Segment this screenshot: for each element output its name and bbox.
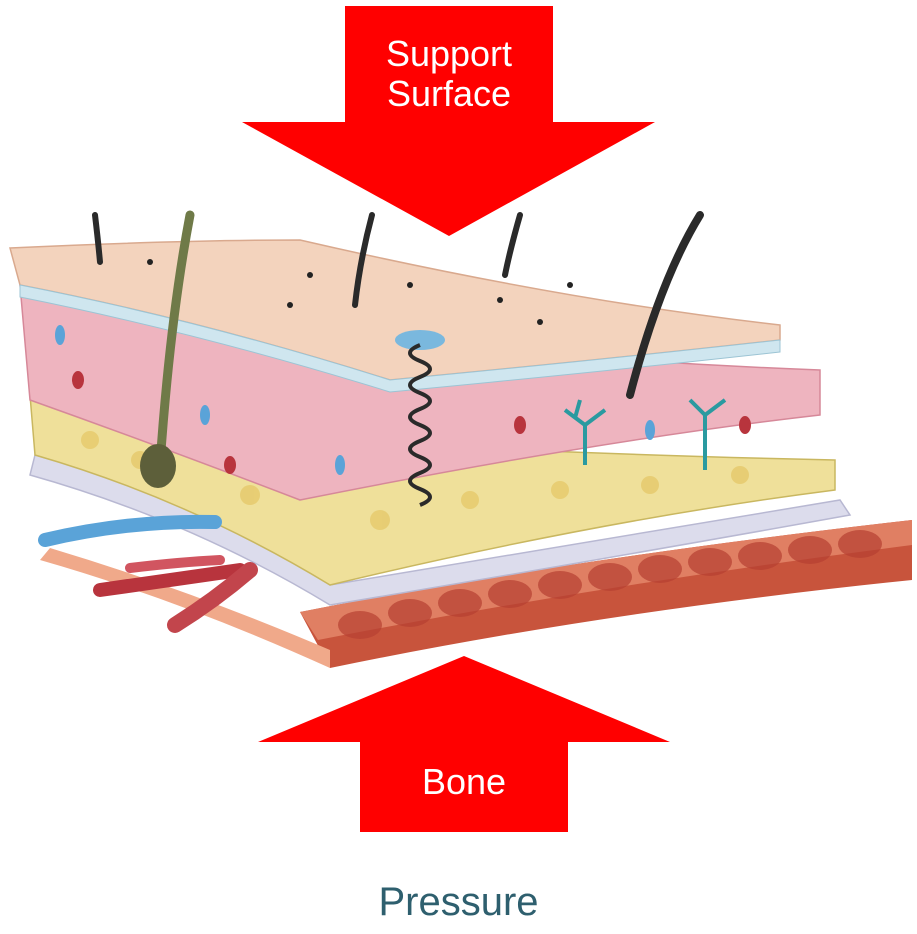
support-surface-label-line1: Support [345, 34, 553, 74]
support-surface-label-line2: Surface [345, 74, 553, 114]
bone-label: Bone [360, 762, 568, 802]
pressure-caption: Pressure [0, 880, 917, 925]
bone-arrow [258, 656, 670, 832]
hair-follicle [140, 444, 176, 488]
support-surface-label: Support Surface [345, 34, 553, 114]
